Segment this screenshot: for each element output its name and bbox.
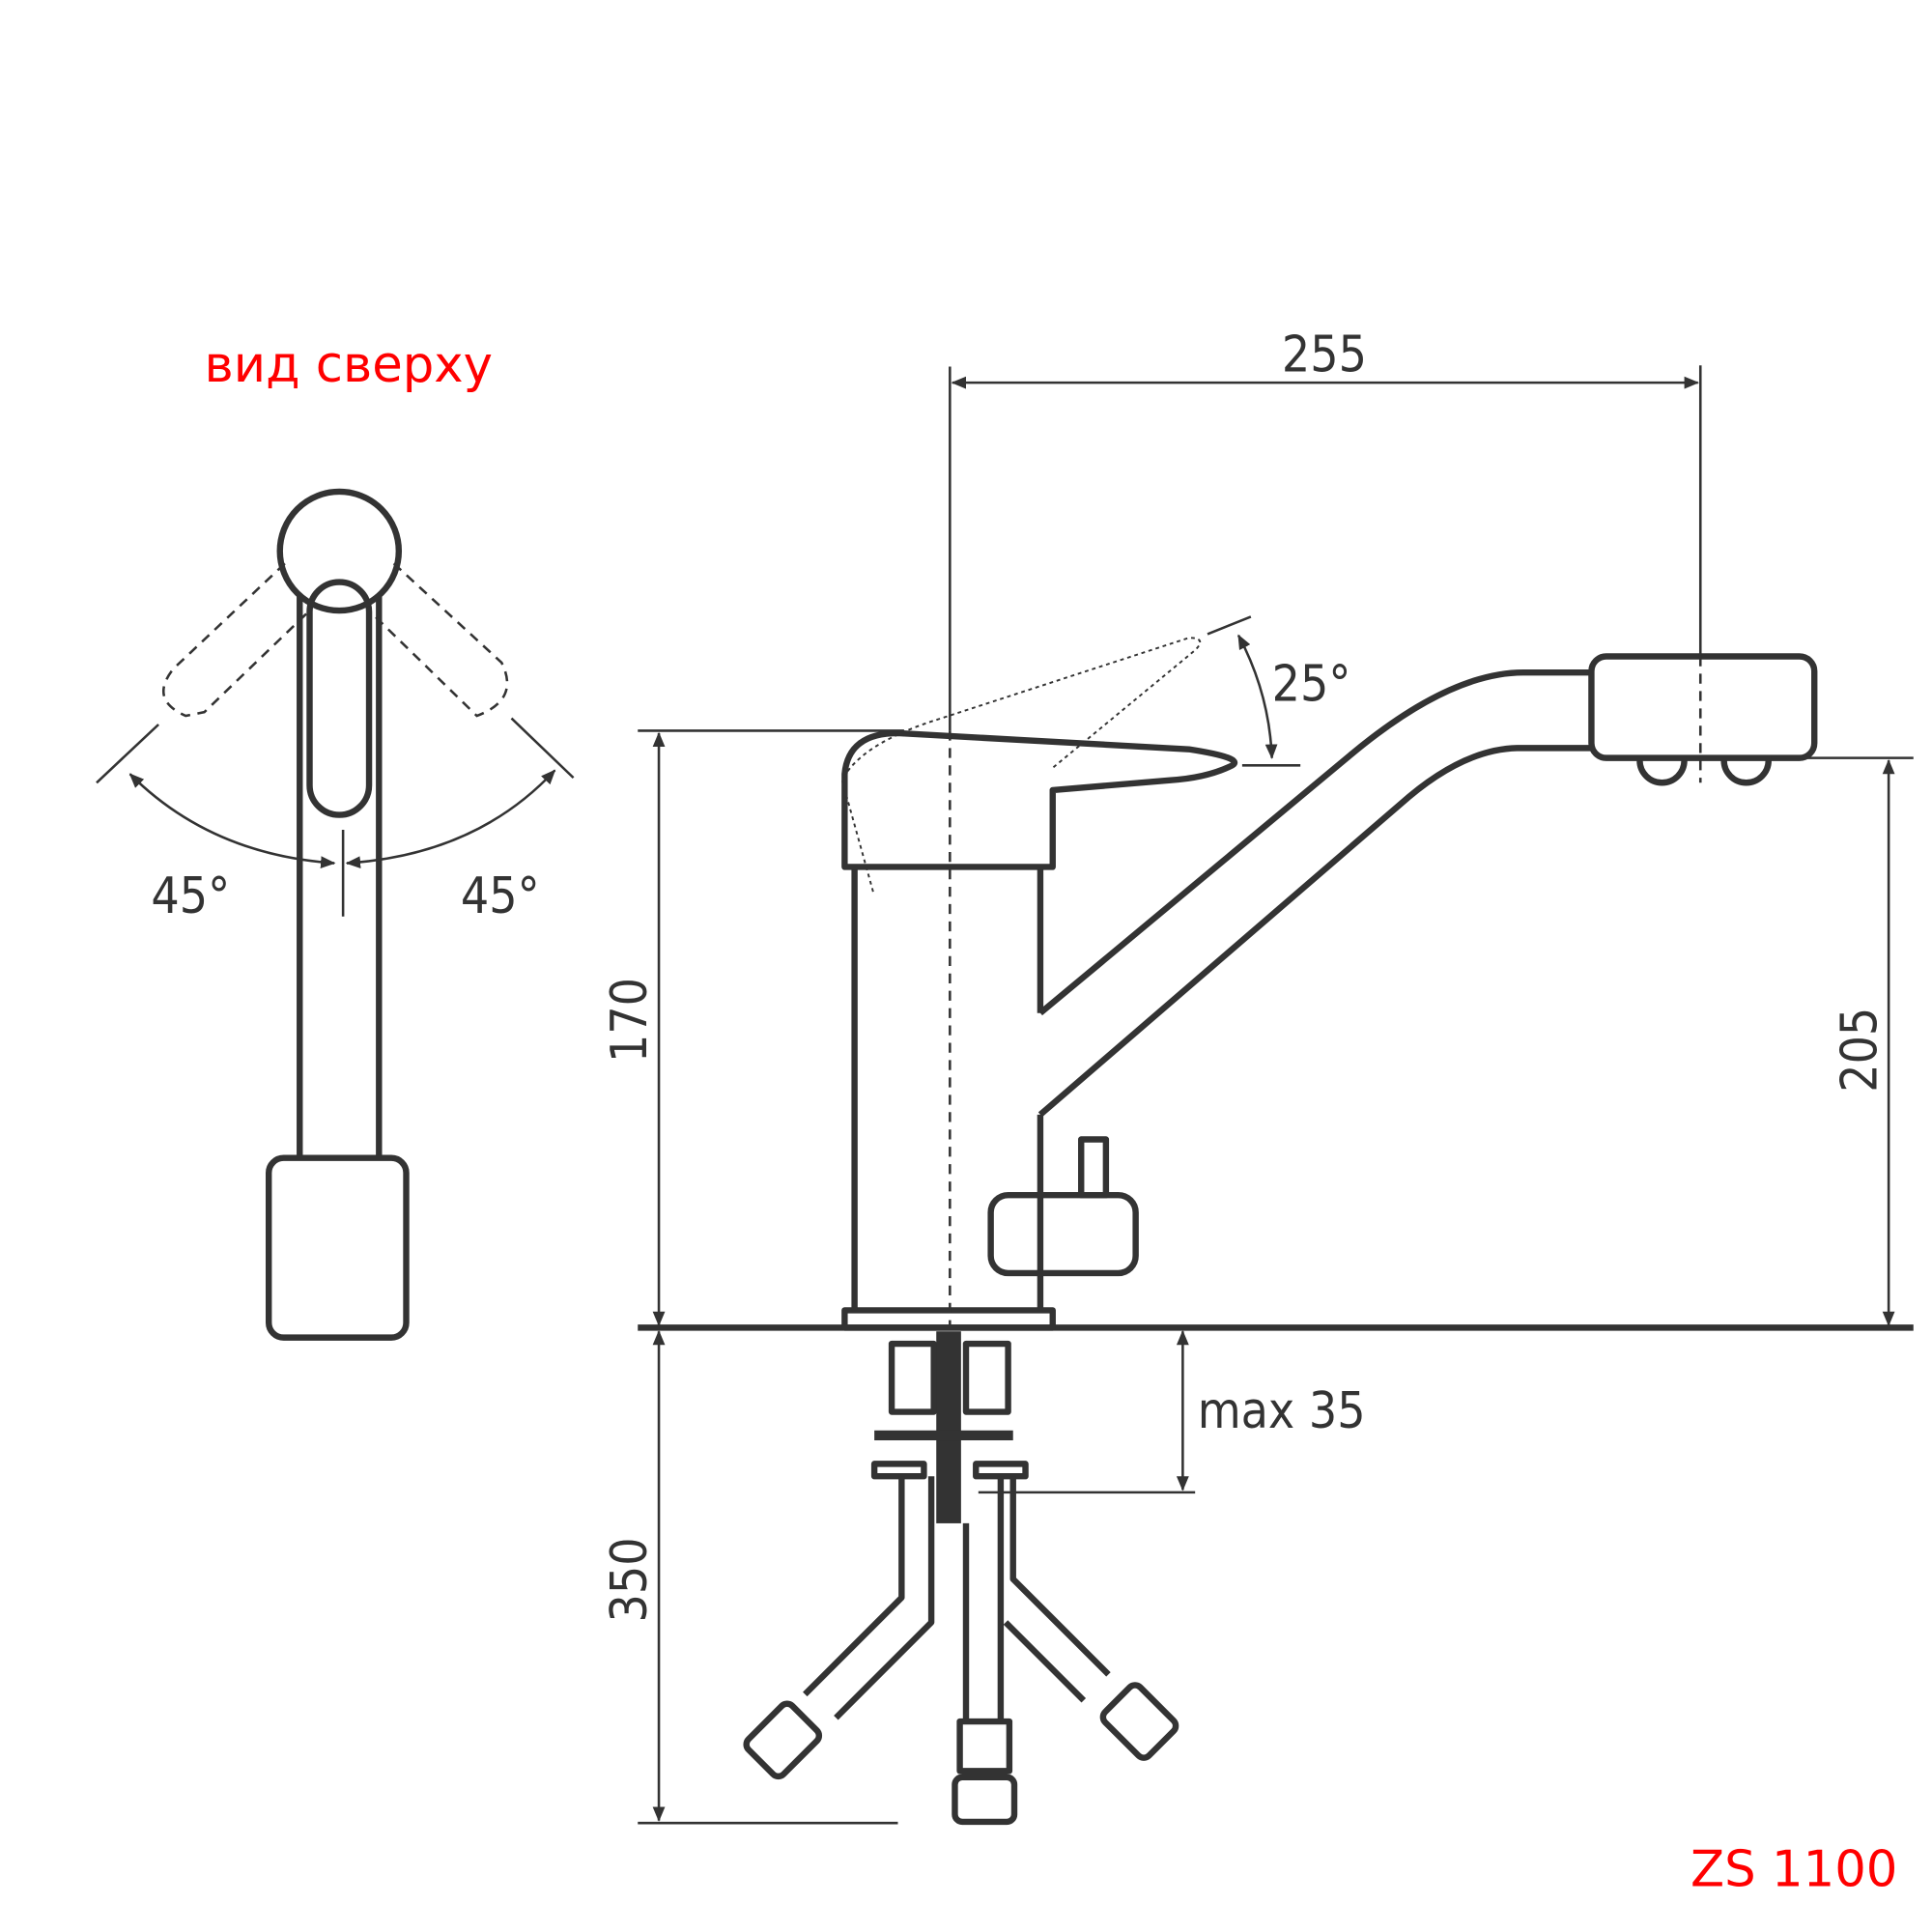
- spout-head: [1588, 653, 1818, 761]
- lever-slot: [306, 579, 373, 818]
- angle-25-label: 25°: [1272, 656, 1351, 714]
- handle-raised-position: [840, 637, 1202, 893]
- washer: [874, 1430, 1013, 1441]
- dim-170-label: 170: [601, 978, 659, 1063]
- filter-valve-handle: [987, 1191, 1139, 1277]
- clamp-right: [973, 1461, 1029, 1480]
- dim-205-label: 205: [1831, 1008, 1889, 1093]
- dim-max35-label: max 35: [1198, 1382, 1366, 1440]
- angle-arc-right: [345, 769, 556, 869]
- handle-knob: [276, 488, 403, 614]
- spout-top: [297, 594, 383, 1158]
- angle-extension-lines: [96, 717, 575, 917]
- hoses: [743, 1331, 1179, 1826]
- handle-lever: [841, 729, 1238, 870]
- hose-fitting-center-nut: [952, 1774, 1018, 1826]
- hose-fitting-right: [1099, 1682, 1179, 1761]
- hose-fitting-left: [743, 1700, 823, 1780]
- hose-fitting-center: [956, 1718, 1013, 1775]
- angle-right-label: 45°: [461, 867, 540, 925]
- body: [851, 867, 1044, 1311]
- side-view: 255 170 205 350 max 35 25°: [601, 327, 1914, 1826]
- clamp-left: [870, 1461, 927, 1480]
- spout: [1037, 668, 1592, 1118]
- lever-left-position: [162, 562, 308, 718]
- top-view-label: вид сверху: [205, 336, 493, 394]
- angle-arc-25: [1236, 634, 1278, 759]
- hose-left: [803, 1476, 935, 1720]
- outlets: [1636, 759, 1772, 786]
- threaded-stud: [936, 1331, 961, 1523]
- ext-lines-25: [1207, 615, 1301, 767]
- spout-head-top: [266, 1154, 410, 1341]
- angle-left-label: 45°: [151, 867, 230, 925]
- lever-right-position: [370, 562, 509, 718]
- model-label: ZS 1100: [1690, 1841, 1897, 1899]
- dim-350-label: 350: [601, 1537, 659, 1622]
- hose-nut-right: [962, 1340, 1011, 1415]
- angle-arc-left: [128, 773, 336, 868]
- hose-nut-left: [888, 1340, 937, 1415]
- hose-center: [962, 1476, 1005, 1722]
- hose-right: [1003, 1476, 1111, 1703]
- dim-255-label: 255: [1282, 327, 1367, 384]
- top-view: вид сверху 45° 45°: [96, 336, 575, 1341]
- filter-valve-stem: [1078, 1136, 1110, 1199]
